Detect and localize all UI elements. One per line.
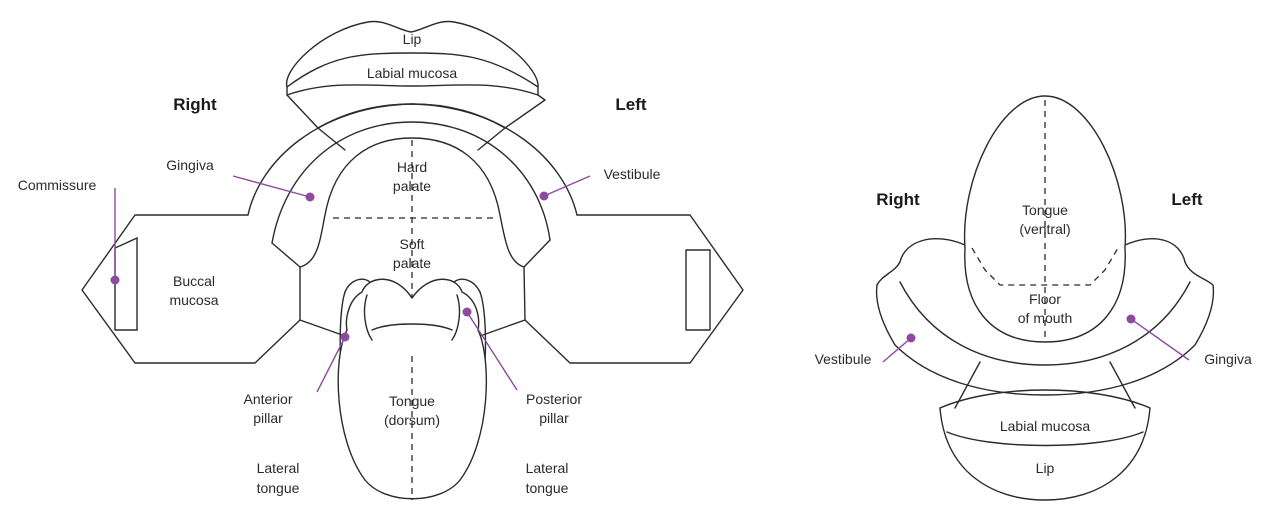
labial-mucosa-label: Labial mucosa xyxy=(367,65,457,81)
pointer-dot xyxy=(1126,314,1136,324)
vestibule-label: Vestibule xyxy=(604,166,661,182)
lateral-tongue-left-label-line1: Lateral xyxy=(526,460,569,476)
right-commissure-box xyxy=(114,237,138,331)
pointer-dot xyxy=(462,307,472,317)
arch-divider-left xyxy=(317,127,346,151)
lower-lip-region xyxy=(939,407,1151,501)
gingiva-band-inner xyxy=(899,281,1191,366)
buccal-mucosa-label-line2: mucosa xyxy=(169,292,218,308)
gingiva-right-label: Gingiva xyxy=(1204,351,1252,367)
pointer-dot xyxy=(110,275,120,285)
pointer-dot xyxy=(906,333,916,343)
pointer-dot xyxy=(539,191,549,201)
vestibule-gingiva-left-edge xyxy=(876,261,901,286)
floor-of-mouth-label-line2: of mouth xyxy=(1018,310,1072,326)
band-divider-left xyxy=(954,361,981,409)
band-divider-right xyxy=(1109,361,1136,409)
right-buccal-mucosa-region xyxy=(81,214,301,364)
vestibule-right-label: Vestibule xyxy=(815,351,872,367)
pointer-gingiva-left xyxy=(232,175,315,202)
tongue-dorsum-region xyxy=(337,278,488,500)
anterior-pillar-line-right xyxy=(299,319,346,337)
pointer-posterior-pillar xyxy=(462,307,518,391)
lower-labial-mucosa-label: Labial mucosa xyxy=(1000,418,1090,434)
floor-of-mouth-label-line1: Floor xyxy=(1029,291,1061,307)
left-diagram-right-heading: Right xyxy=(173,95,217,114)
lateral-tongue-right-label-line2: tongue xyxy=(257,480,300,496)
pointer-commissure xyxy=(110,188,120,285)
lower-lip-label: Lip xyxy=(1036,460,1055,476)
hard-palate-label-line1: Hard xyxy=(397,159,427,175)
soft-palate-label-line1: Soft xyxy=(400,236,425,252)
upper-mouth-diagram: Right Left Lip Labial mucosa Gingiva Ves… xyxy=(18,20,744,500)
lip-label: Lip xyxy=(403,31,422,47)
posterior-pillar-label-line1: Posterior xyxy=(526,391,582,407)
hard-palate-label-line2: palate xyxy=(393,178,431,194)
pointer-vestibule-left xyxy=(539,175,591,201)
tongue-ventral-label-line1: Tongue xyxy=(1022,202,1068,218)
tongue-pillar-arcs xyxy=(344,278,481,293)
left-diagram-left-heading: Left xyxy=(615,95,647,114)
right-diagram-left-heading: Left xyxy=(1171,190,1203,209)
left-commissure-box xyxy=(685,249,711,331)
pointer-line xyxy=(543,175,591,197)
pointer-line xyxy=(1130,318,1190,361)
tongue-ventral-region xyxy=(963,95,1127,343)
pointer-line xyxy=(466,311,518,391)
upper-lip-region xyxy=(286,20,539,88)
anterior-pillar-line-left xyxy=(479,319,526,337)
gingiva-label: Gingiva xyxy=(166,157,214,173)
anterior-pillar-label-line2: pillar xyxy=(253,410,283,426)
tongue-body-line xyxy=(371,323,453,331)
pointer-line xyxy=(232,175,311,198)
tongue-dorsum-label-line1: Tongue xyxy=(389,393,435,409)
pointer-anterior-pillar xyxy=(316,332,350,393)
posterior-pillar-label-line2: pillar xyxy=(539,410,569,426)
floor-of-mouth-boundary xyxy=(971,247,1119,286)
tongue-dorsum-label-line2: (dorsum) xyxy=(384,412,440,428)
tongue-inner-contour xyxy=(363,294,461,341)
lower-mouth-diagram: Right Left Tongue (ventral) Floor of mou… xyxy=(815,95,1252,501)
arch-divider-right xyxy=(477,127,506,151)
soft-palate-label-line2: palate xyxy=(393,255,431,271)
lip-mucosa-divider xyxy=(946,431,1144,447)
lower-labial-mucosa-region xyxy=(939,389,1151,409)
pointer-line xyxy=(316,336,346,393)
tongue-ventral-label-line2: (ventral) xyxy=(1019,221,1070,237)
vestibule-gingiva-inner xyxy=(899,238,1186,263)
commissure-label: Commissure xyxy=(18,177,97,193)
left-buccal-mucosa-region xyxy=(523,214,744,364)
middle-arch xyxy=(271,121,551,244)
palate-outline xyxy=(299,137,525,268)
vestibule-gingiva-outer xyxy=(875,261,1215,396)
anterior-pillar-label-line1: Anterior xyxy=(243,391,292,407)
pointer-dot xyxy=(305,192,315,202)
pointer-line xyxy=(882,337,912,363)
buccal-mucosa-label-line1: Buccal xyxy=(173,273,215,289)
lateral-tongue-right-label-line1: Lateral xyxy=(257,460,300,476)
right-diagram-right-heading: Right xyxy=(876,190,920,209)
pointer-vestibule-right xyxy=(882,333,916,363)
outer-arch xyxy=(247,103,578,216)
pointer-dot xyxy=(340,332,350,342)
lateral-tongue-left-label-line2: tongue xyxy=(526,480,569,496)
pointer-gingiva-right xyxy=(1126,314,1190,361)
